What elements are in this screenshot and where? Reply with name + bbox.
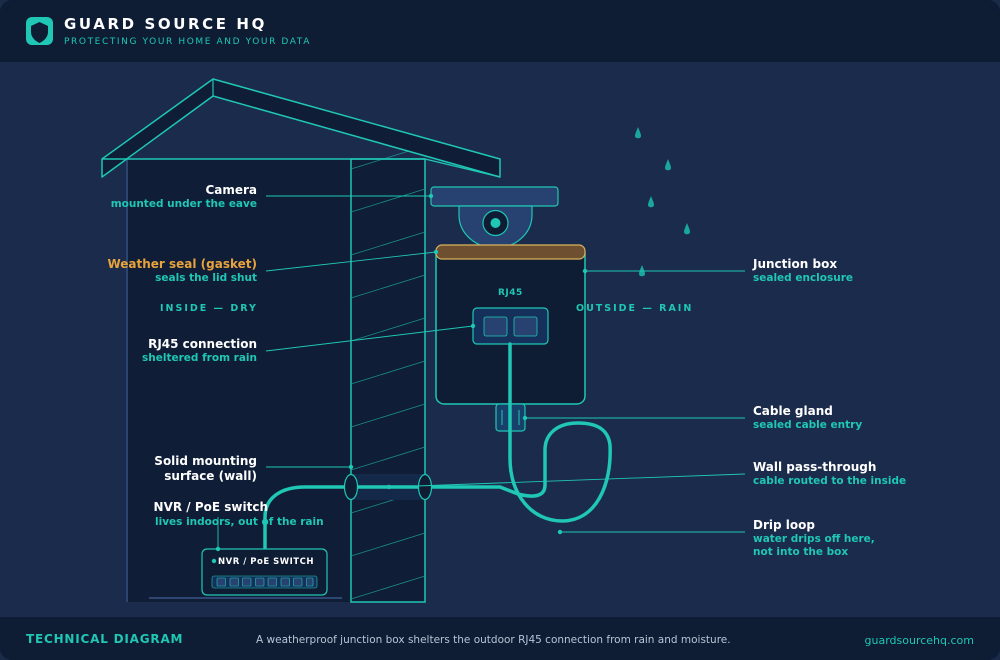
footer-website-link[interactable]: guardsourcehq.com [864, 634, 974, 647]
callout-camera-sub: mounted under the eave [110, 198, 257, 210]
house-wall [350, 145, 426, 603]
callout-gasket-sub: seals the lid shut [155, 272, 257, 284]
callout-camera-title: Camera [205, 183, 257, 197]
security-camera [430, 186, 559, 249]
callout-drip-title: Drip loop [753, 518, 815, 532]
callout-gasket-title: Weather seal (gasket) [107, 257, 257, 271]
callout-gland: Cable gland sealed cable entry [753, 404, 862, 432]
callout-junction-sub: sealed enclosure [753, 272, 854, 284]
nvr-device-label: NVR / PoE SWITCH [218, 557, 314, 567]
wall-seal-inner [343, 473, 359, 501]
network-cable [263, 342, 612, 550]
callout-camera: Camera mounted under the eave [60, 183, 257, 211]
callout-nvr-title: NVR / PoE switch [153, 500, 268, 514]
callout-nvr-sub: lives indoors, out of the rain [155, 516, 324, 528]
leader-passthrough [388, 473, 746, 488]
callout-nvr-sub-wrap: lives indoors, out of the rain [155, 516, 324, 529]
rj45-device-label: RJ45 [498, 288, 523, 298]
shield-logo-icon [26, 17, 53, 45]
callout-drip-sub: water drips off here, [753, 533, 875, 545]
callout-wall: Solid mounting surface (wall) [60, 454, 257, 484]
zone-outside-label: OUTSIDE — RAIN [576, 303, 694, 314]
weather-gasket [435, 244, 586, 260]
rain-drops [635, 127, 690, 277]
house-interior [127, 159, 351, 602]
leader-rj45 [265, 325, 474, 352]
callout-drip-sub2: not into the box [753, 546, 849, 558]
callout-rj45: RJ45 connection sheltered from rain [60, 337, 257, 365]
leader-gasket [265, 251, 437, 272]
leader-dots [211, 193, 588, 564]
brand-tagline: PROTECTING YOUR HOME AND YOUR DATA [64, 37, 311, 47]
header-bar [0, 0, 1000, 62]
callout-gland-title: Cable gland [753, 404, 833, 418]
callout-wall-title2: surface (wall) [164, 469, 257, 483]
callout-wall-title: Solid mounting [154, 454, 257, 468]
zone-inside-label: INSIDE — DRY [160, 303, 258, 314]
nvr-switch [201, 548, 328, 596]
callout-passthrough-title: Wall pass-through [753, 460, 877, 474]
callout-nvr: NVR / PoE switch [60, 500, 268, 515]
footer-caption: A weatherproof junction box shelters the… [256, 634, 731, 646]
callout-gasket: Weather seal (gasket) seals the lid shut [60, 257, 257, 285]
callout-junction-title: Junction box [753, 257, 838, 271]
callout-gland-sub: sealed cable entry [753, 419, 863, 431]
callout-junction: Junction box sealed enclosure [753, 257, 853, 285]
wall-seal-outer [417, 473, 433, 501]
footer-label: TECHNICAL DIAGRAM [26, 632, 184, 646]
house-roof [101, 78, 501, 178]
callout-rj45-sub: sheltered from rain [142, 352, 257, 364]
callout-passthrough-sub: cable routed to the inside [753, 475, 907, 487]
callout-rj45-title: RJ45 connection [148, 337, 257, 351]
callout-passthrough: Wall pass-through cable routed to the in… [753, 460, 906, 488]
brand-name: GUARD SOURCE HQ [64, 15, 267, 33]
footer-bar [0, 617, 1000, 660]
callout-drip: Drip loop water drips off here, not into… [753, 518, 875, 559]
